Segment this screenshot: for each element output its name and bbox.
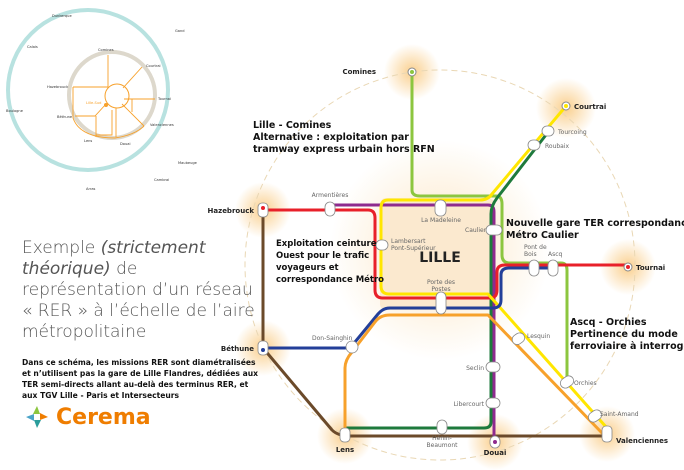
- svg-text:Ascq - Orchies: Ascq - Orchies: [570, 317, 647, 328]
- station-orchies[interactable]: Orchies: [574, 380, 597, 387]
- station-saint-amand[interactable]: Saint-Amand: [600, 411, 639, 418]
- annotation-caulier: Nouvelle gare TER correspondance Métro C…: [506, 218, 684, 241]
- svg-text:tramway express urbain hors RF: tramway express urbain hors RFN: [253, 144, 435, 155]
- station-pont-de-bois-2: Bois: [524, 251, 537, 258]
- cerema-logo: Cerema: [24, 404, 151, 430]
- station-seclin[interactable]: Seclin: [466, 365, 484, 372]
- svg-text:Nouvelle gare TER correspondan: Nouvelle gare TER correspondance: [506, 218, 684, 229]
- station-caulier[interactable]: Caulier: [465, 227, 487, 234]
- svg-text:voyageurs et: voyageurs et: [276, 263, 339, 273]
- svg-text:Pertinence du mode: Pertinence du mode: [570, 329, 678, 340]
- station-douai[interactable]: Douai: [484, 449, 507, 457]
- lille-center-area: [380, 198, 494, 310]
- station-lens[interactable]: Lens: [336, 446, 354, 454]
- svg-text:Métro Caulier: Métro Caulier: [506, 230, 579, 241]
- annotation-ouest: Exploitation ceinture Ouest pour le traf…: [276, 239, 384, 285]
- mini-label: Valenciennes: [150, 123, 174, 127]
- mini-label: Béthune: [57, 115, 73, 119]
- slide-title: Exemple (strictement théorique) de repré…: [22, 238, 255, 342]
- station-lesquin[interactable]: Lesquin: [527, 333, 550, 340]
- mini-label: Comines: [98, 48, 114, 52]
- mini-label: Hazebrouck: [47, 85, 69, 89]
- station-pont-de-bois[interactable]: Pont de: [524, 244, 547, 251]
- station-henin-beaumont[interactable]: Hénin-: [432, 435, 452, 442]
- line-yellow: [379, 104, 609, 430]
- station-armentieres[interactable]: Armentières: [312, 192, 349, 199]
- mini-label: Courtrai: [146, 64, 161, 68]
- station-lambersart[interactable]: Lambersart: [391, 238, 426, 245]
- station-libercourt[interactable]: Libercourt: [454, 401, 485, 408]
- mini-map: Dunkerque Gand Calais Comines Courtrai H…: [6, 8, 198, 191]
- station-porte-des-postes-2: Postes: [431, 286, 450, 293]
- mini-label: Cambrai: [154, 178, 169, 182]
- annotation-comines: Lille - Comines Alternative : exploitati…: [253, 120, 435, 155]
- city-label: LILLE: [419, 250, 461, 266]
- metro-area-ring: [244, 69, 636, 461]
- station-markers: [257, 67, 633, 449]
- mini-label: Arras: [86, 187, 96, 191]
- station-tourcoing[interactable]: Tourcoing: [557, 129, 587, 136]
- station-roubaix[interactable]: Roubaix: [545, 143, 570, 150]
- cerema-logo-icon: [26, 406, 48, 428]
- svg-text:ferroviaire à interroger: ferroviaire à interroger: [570, 341, 684, 352]
- mini-label: Gand: [175, 29, 185, 33]
- station-ascq[interactable]: Ascq: [548, 251, 563, 258]
- mini-label: Lens: [84, 139, 92, 143]
- mini-label: Dunkerque: [52, 14, 72, 18]
- station-tournai[interactable]: Tournai: [636, 264, 665, 272]
- annotation-orchies: Ascq - Orchies Pertinence du mode ferrov…: [570, 317, 684, 352]
- cerema-logo-text: Cerema: [56, 404, 151, 430]
- svg-text:Ouest pour le trafic: Ouest pour le trafic: [276, 251, 369, 261]
- mini-label: Tournai: [157, 97, 171, 101]
- station-don-sainghin[interactable]: Don-Sainghin: [312, 335, 352, 342]
- mini-label: Calais: [27, 45, 38, 49]
- station-porte-des-postes[interactable]: Porte des: [427, 279, 455, 286]
- svg-text:Alternative : exploitation par: Alternative : exploitation par: [253, 132, 409, 143]
- mini-label: Boulogne: [6, 109, 24, 113]
- mini-label: Maubeuge: [178, 161, 198, 165]
- svg-text:correspondance Métro: correspondance Métro: [276, 274, 384, 285]
- station-bethune[interactable]: Béthune: [221, 345, 254, 353]
- svg-text:Exploitation ceinture: Exploitation ceinture: [276, 239, 377, 249]
- station-comines[interactable]: Comines: [342, 68, 376, 76]
- station-courtrai[interactable]: Courtrai: [574, 103, 606, 111]
- line-orange: [343, 313, 605, 438]
- station-valenciennes[interactable]: Valenciennes: [616, 437, 668, 445]
- station-la-madeleine[interactable]: La Madeleine: [421, 217, 461, 224]
- mini-label: Douai: [120, 142, 130, 146]
- slide-note: Dans ce schéma, les missions RER sont di…: [22, 358, 258, 400]
- station-pont-superieur[interactable]: Pont-Supérieur: [391, 245, 436, 252]
- mini-label: Lille-Sud: [86, 101, 101, 105]
- station-hazebrouck[interactable]: Hazebrouck: [208, 207, 255, 215]
- station-henin-beaumont-2: Beaumont: [427, 442, 459, 449]
- svg-text:Lille - Comines: Lille - Comines: [253, 120, 332, 131]
